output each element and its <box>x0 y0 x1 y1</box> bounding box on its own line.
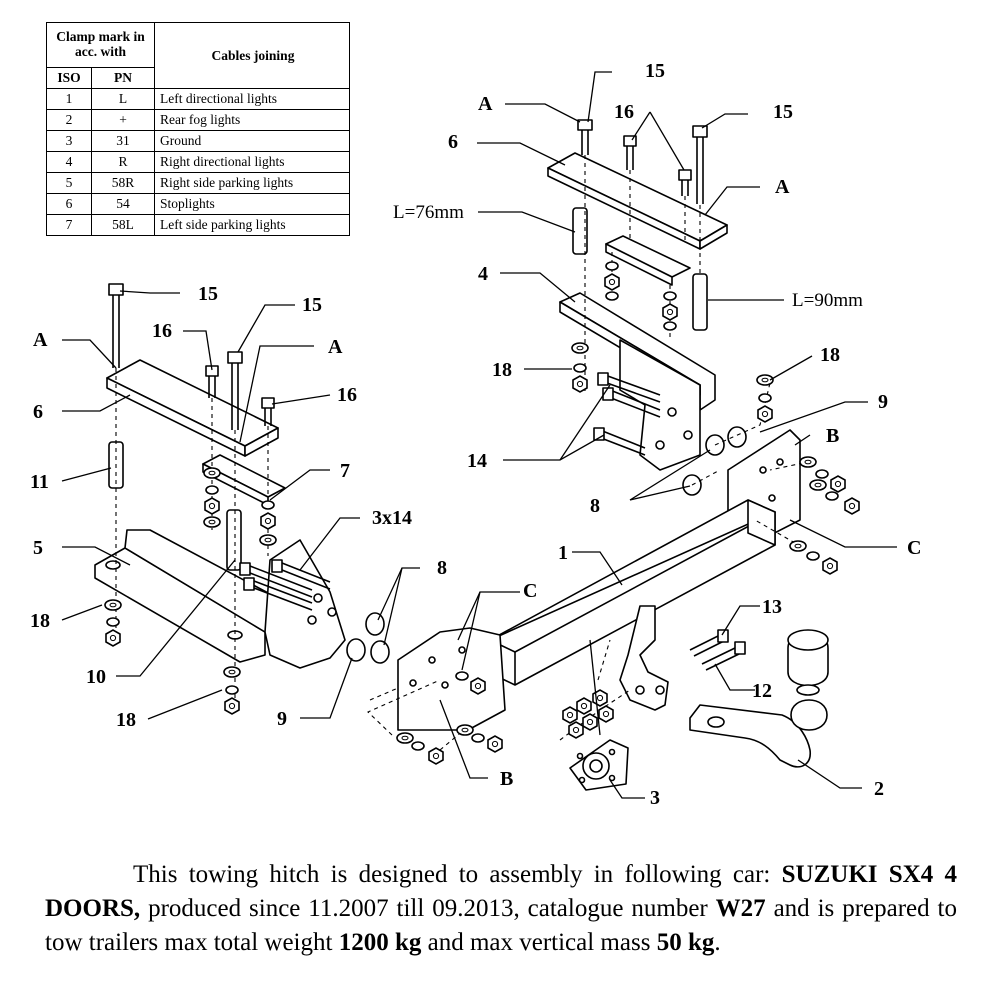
cable-cell: Left side parking lights <box>154 214 350 236</box>
label-3x14: 3x14 <box>372 507 412 529</box>
label-B: B <box>500 768 513 790</box>
description-intro: This towing hitch is designed to assembl… <box>133 861 771 888</box>
label-2: 2 <box>874 778 884 800</box>
clamp-mark-table: Clamp mark in acc. with Cables joining I… <box>46 22 350 236</box>
label-8: 8 <box>590 495 600 517</box>
description-paragraph: This towing hitch is designed to assembl… <box>45 858 957 960</box>
cable-cell: Right side parking lights <box>154 172 350 194</box>
label-14: 14 <box>467 450 487 472</box>
label-15: 15 <box>773 101 793 123</box>
label-A: A <box>478 93 493 115</box>
max-vertical-mass: 50 kg <box>656 929 715 956</box>
label-A: A <box>328 336 343 358</box>
car-model: SUZUKI SX4 4 DOORS, <box>45 861 957 922</box>
label-4: 4 <box>478 263 488 285</box>
label-10: 10 <box>86 666 106 688</box>
label-7: 7 <box>340 460 350 482</box>
label-13: 13 <box>762 596 782 618</box>
label-16: 16 <box>152 320 172 342</box>
description-vertical: and max vertical mass <box>421 929 657 956</box>
callout-labels: A 15 16 15 6 A L=76mm 4 L=90mm 18 18 9 B… <box>30 60 921 809</box>
label-9: 9 <box>878 391 888 413</box>
label-1: 1 <box>558 542 568 564</box>
label-6: 6 <box>33 401 43 423</box>
label-18: 18 <box>30 610 50 632</box>
label-5: 5 <box>33 537 43 559</box>
label-3: 3 <box>650 787 660 809</box>
label-8: 8 <box>437 557 447 579</box>
description-tow: and is prepared to tow trailers max tota… <box>45 895 957 956</box>
label-A: A <box>33 329 48 351</box>
label-6: 6 <box>448 131 458 153</box>
header-clamp-mark: Clamp mark in acc. with <box>46 22 155 68</box>
label-l76: L=76mm <box>393 202 464 223</box>
header-pn: PN <box>91 67 155 89</box>
towbar-exploded-diagram: A 15 16 15 6 A L=76mm 4 L=90mm 18 18 9 B… <box>30 60 921 809</box>
label-18: 18 <box>116 709 136 731</box>
label-18: 18 <box>492 359 512 381</box>
cable-cell: Stoplights <box>154 193 350 215</box>
description-end: . <box>714 929 721 956</box>
label-16: 16 <box>337 384 357 406</box>
label-18: 18 <box>820 344 840 366</box>
label-C: C <box>907 537 921 559</box>
label-B: B <box>826 425 839 447</box>
description-production: produced since 11.2007 till 09.2013, cat… <box>140 895 716 922</box>
header-iso: ISO <box>46 67 92 89</box>
label-12: 12 <box>752 680 772 702</box>
label-l90: L=90mm <box>792 290 863 311</box>
catalogue-number: W27 <box>715 895 766 922</box>
label-15: 15 <box>645 60 665 82</box>
table-row: 2+Rear fog lights <box>46 109 350 131</box>
label-15: 15 <box>198 283 218 305</box>
pn-cell: 58L <box>91 214 155 236</box>
header-cables-joining: Cables joining <box>154 22 350 89</box>
label-15: 15 <box>302 294 322 316</box>
label-A: A <box>775 176 790 198</box>
label-11: 11 <box>30 471 49 493</box>
cable-cell: Right directional lights <box>154 151 350 173</box>
max-total-weight: 1200 kg <box>338 929 422 956</box>
cable-cell: Rear fog lights <box>154 109 350 131</box>
label-16: 16 <box>614 101 634 123</box>
label-9: 9 <box>277 708 287 730</box>
label-C: C <box>523 580 537 602</box>
